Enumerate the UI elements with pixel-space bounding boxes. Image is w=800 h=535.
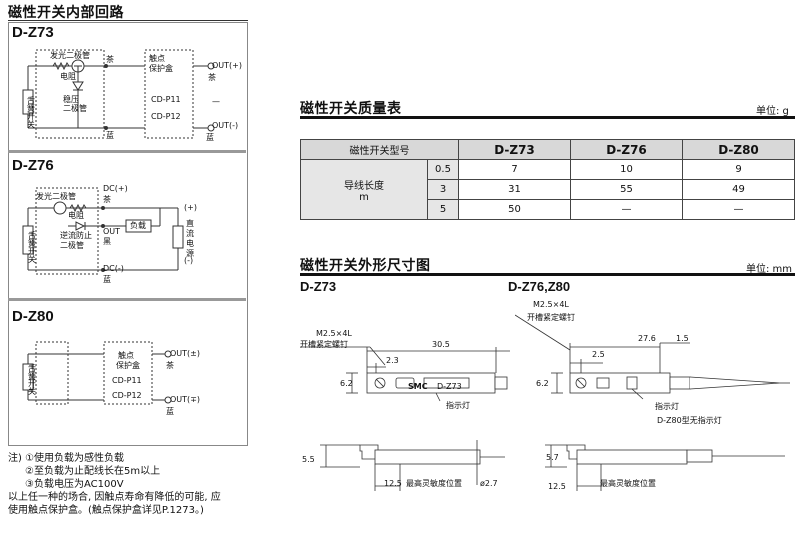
dims-unit: 单位: mm [746, 264, 793, 275]
mass-table-title: 磁性开关质量表 [300, 100, 402, 116]
header-model: 磁性开关型号 [300, 139, 459, 160]
section-separator [8, 150, 246, 153]
cable [689, 376, 781, 390]
note-line: ③负载电压为AC100V [25, 479, 124, 490]
load-label: 负载 [130, 221, 146, 230]
table-cell: 9 [682, 159, 795, 180]
mass-table: 磁性开关型号 D-Z73 D-Z76 D-Z80 导线长度 m 0.5 7 10… [300, 139, 795, 220]
section-separator [8, 298, 246, 301]
reed-switch-symbol [22, 89, 34, 115]
reed-switch-symbol [22, 225, 34, 255]
led-symbol [53, 201, 67, 215]
table-cell: — [570, 199, 683, 220]
mass-unit: 单位: g [756, 106, 789, 117]
model-d-z73: D-Z73 [12, 24, 54, 41]
dim-model-d-z76-z80: D-Z76,Z80 [508, 279, 571, 294]
protect-box-outline [144, 49, 194, 139]
model-d-z76: D-Z76 [12, 157, 54, 174]
internal-circuit-title: 磁性开关内部回路 [8, 4, 124, 20]
lead-wire [494, 376, 508, 390]
title-rule [8, 20, 248, 21]
length-cell: 5 [427, 199, 459, 220]
indicator-label: 指示灯 [655, 402, 679, 411]
power-source-symbol [172, 225, 184, 249]
circuit-d-z73 [22, 49, 215, 139]
table-cell: 49 [682, 179, 795, 200]
note-line: ②至负载为止配线长在5m以上 [25, 466, 161, 477]
circuit-frame [8, 22, 248, 446]
table-cell: 31 [458, 179, 571, 200]
table-cell: 55 [570, 179, 683, 200]
model-d-z80: D-Z80 [12, 308, 54, 325]
note-line: 使用触点保护盒。(触点保护盒详见P.1273。) [8, 505, 204, 516]
indicator-label: 指示灯 [446, 401, 470, 410]
smc-logo: SMC [408, 382, 428, 391]
header-d-z73: D-Z73 [458, 139, 571, 160]
reed-switch-symbol [22, 363, 34, 391]
length-cell: 0.5 [427, 159, 459, 180]
table-cell: 7 [458, 159, 571, 180]
dims-title: 磁性开关外形尺寸图 [300, 257, 431, 273]
circuit-d-z80 [22, 341, 172, 405]
drawing-d-z76-z80 [515, 314, 790, 491]
header-d-z80: D-Z80 [682, 139, 795, 160]
note-line: 注) ①使用负载为感性负载 [8, 453, 125, 464]
table-cell: 10 [570, 159, 683, 180]
drawing-d-z73 [300, 346, 510, 491]
circuit-d-z76 [22, 187, 184, 275]
switch-body-outline [35, 49, 105, 139]
row-label: 导线长度 m [300, 159, 428, 220]
indicator-window [626, 376, 638, 390]
table-cell: — [682, 199, 795, 220]
table-cell: 50 [458, 199, 571, 220]
title-rule [300, 116, 795, 119]
title-rule [300, 273, 795, 276]
note-line: 以上任一种的场合, 因触点寿命有降低的可能, 应 [8, 492, 221, 503]
dim-model-d-z73: D-Z73 [300, 279, 337, 294]
header-d-z76: D-Z76 [570, 139, 683, 160]
length-cell: 3 [427, 179, 459, 200]
